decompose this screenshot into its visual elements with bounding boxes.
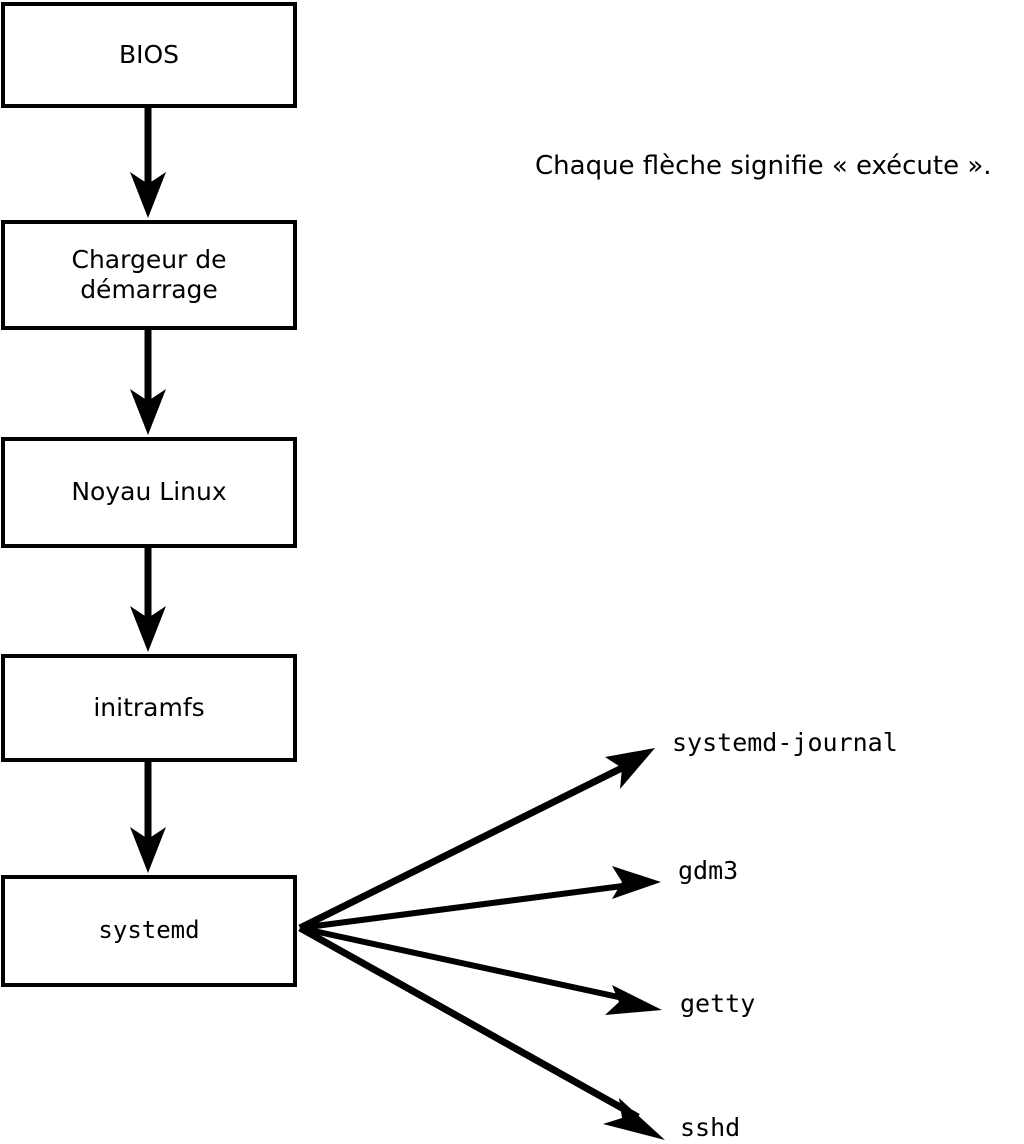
- node-box-bios[interactable]: BIOS: [1, 2, 297, 108]
- branch-label-sshd[interactable]: sshd: [680, 1113, 741, 1142]
- node-label-systemd: systemd: [98, 916, 200, 945]
- node-box-systemd[interactable]: systemd: [1, 875, 297, 987]
- node-label-bootloader: Chargeur de démarrage: [71, 244, 227, 305]
- node-label-bios: BIOS: [118, 39, 180, 69]
- chain-arrow-bootloader-to-kernel: [130, 330, 166, 435]
- branch-label-getty[interactable]: getty: [680, 989, 756, 1018]
- node-label-kernel: Noyau Linux: [71, 477, 227, 507]
- branch-arrow-sshd: [298, 924, 665, 1140]
- branch-arrow-gdm3: [299, 866, 661, 931]
- node-box-bootloader[interactable]: Chargeur de démarrage: [1, 220, 297, 330]
- arrow-meaning-annotation: Chaque flèche signifie « exécute ».: [535, 151, 992, 181]
- chain-arrow-kernel-to-initramfs: [130, 548, 166, 652]
- node-box-kernel[interactable]: Noyau Linux: [1, 437, 297, 548]
- node-label-initramfs: initramfs: [93, 692, 205, 722]
- branch-arrow-systemd-journal: [298, 748, 655, 932]
- branch-label-gdm3[interactable]: gdm3: [678, 856, 739, 885]
- chain-arrow-initramfs-to-systemd: [130, 762, 166, 873]
- branch-arrow-getty: [299, 925, 662, 1015]
- chain-arrow-bios-to-bootloader: [130, 108, 166, 218]
- branch-label-systemd-journal[interactable]: systemd-journal: [672, 728, 898, 757]
- node-box-initramfs[interactable]: initramfs: [1, 654, 297, 762]
